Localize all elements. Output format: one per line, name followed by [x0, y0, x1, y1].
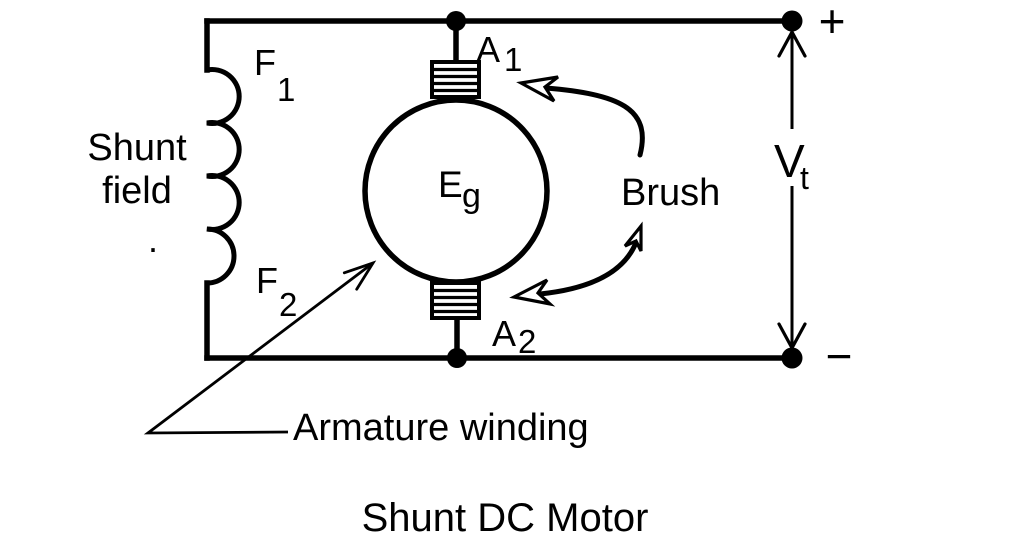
terminal-dot-negative — [781, 347, 803, 369]
brush-pointer-arrowhead-start-icon — [623, 221, 643, 252]
eg-subscript: g — [462, 177, 481, 215]
vt-arrowhead-down-icon — [777, 322, 807, 352]
terminal-dot-positive — [781, 10, 803, 32]
brush-contact-bottom — [430, 281, 481, 320]
minus-terminal-sign: − — [826, 330, 853, 382]
brush-pointer-curve-bottom — [537, 237, 640, 297]
vt-arrowhead-up-icon — [777, 28, 807, 58]
f1-subscript: 1 — [277, 71, 295, 108]
figure-title: Shunt DC Motor — [362, 496, 649, 536]
brush-bottom-hatch — [433, 288, 478, 314]
f2-label: F — [256, 260, 278, 301]
brush-pointer-arrowhead-bottom-icon — [509, 278, 556, 307]
armature-leader-line — [143, 261, 374, 435]
plus-terminal-sign: + — [819, 0, 846, 47]
brush-contact-top — [430, 60, 481, 99]
junction-dot-bottom-center — [447, 348, 467, 368]
brush-pointer-curve-top — [543, 85, 645, 158]
junction-dot-top-center — [446, 11, 466, 31]
vt-subscript: t — [800, 160, 809, 196]
f2-subscript: 2 — [279, 286, 297, 323]
eg-label: E — [438, 164, 463, 205]
armature-winding-label: Armature winding — [293, 407, 589, 449]
vt-label: V — [774, 135, 805, 187]
brush-top-hatch — [433, 67, 478, 93]
brush-pointer-arrowhead-top-icon — [516, 75, 559, 103]
a2-subscript: 2 — [518, 323, 536, 360]
a1-subscript: 1 — [504, 41, 522, 78]
shunt-field-label-line2: field — [102, 170, 172, 212]
f1-label: F — [254, 42, 276, 83]
armature-leader-arrowhead-icon — [342, 260, 377, 291]
a2-label: A — [492, 313, 516, 354]
a1-label: A — [476, 29, 500, 70]
shunt-field-label-line1: Shunt — [87, 127, 187, 169]
stray-period-mark: . — [148, 219, 158, 260]
brush-label: Brush — [621, 172, 720, 214]
shunt-field-coil — [204, 67, 242, 286]
